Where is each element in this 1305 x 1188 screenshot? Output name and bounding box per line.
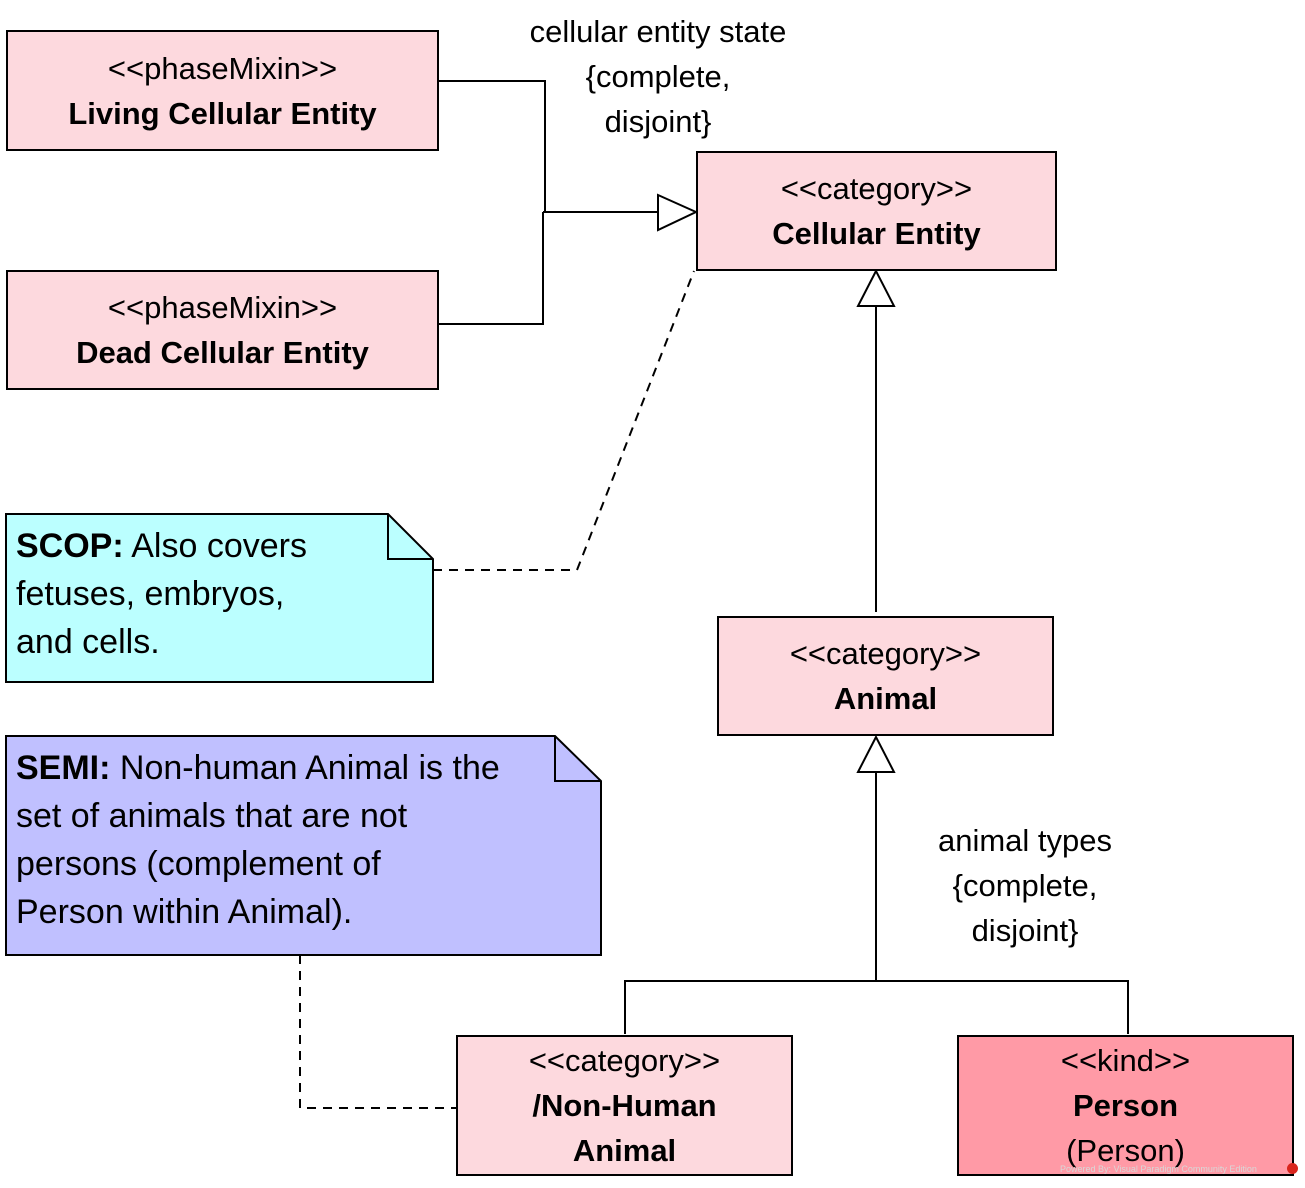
note-text: Non-human Animal is the — [110, 749, 500, 787]
note-line2: set of animals that are not — [16, 797, 408, 835]
note-lead: SCOP: — [16, 527, 124, 565]
note-scop[interactable]: SCOP: Also covers fetuses, embryos, and … — [6, 514, 433, 682]
semi-note-anchor — [299, 955, 456, 1109]
gs-label-line3: disjoint} — [604, 104, 712, 139]
class-dead-cellular-entity[interactable]: <<phaseMixin>> Dead Cellular Entity — [6, 270, 439, 390]
gs-label-line1: animal types — [937, 823, 1113, 858]
class-subtitle: (Person) — [1066, 1133, 1185, 1168]
gs-label-line1: cellular entity state — [529, 14, 787, 49]
semi-note-shape — [5, 735, 602, 956]
note-line1: SEMI: Non-human Animal is the — [16, 744, 591, 792]
class-animal[interactable]: <<category>> Animal — [717, 616, 1054, 736]
gs-label-line2: {complete, — [585, 59, 731, 94]
generalization-set-cellular-entity-state: cellular entity state {complete, disjoin… — [508, 9, 808, 144]
class-name: Cellular Entity — [772, 216, 981, 251]
gs-label-line3: disjoint} — [971, 913, 1079, 948]
scop-note-fold — [387, 514, 433, 560]
class-name: Person — [1072, 1088, 1179, 1123]
note-line1: SCOP: Also covers — [16, 522, 423, 570]
class-cellular-entity[interactable]: <<category>> Cellular Entity — [696, 151, 1057, 271]
semi-note-fold — [554, 736, 601, 782]
note-line4: Person within Animal). — [16, 893, 353, 931]
vp-logo-icon — [1287, 1163, 1298, 1174]
class-name-line2: Animal — [572, 1133, 677, 1168]
class-name-line1: /Non-Human — [532, 1088, 717, 1123]
class-name: Living Cellular Entity — [68, 95, 377, 131]
note-line3: persons (complement of — [16, 845, 381, 883]
generalization-arrowhead-cellular-bottom — [856, 268, 896, 307]
stereotype-label: <<kind>> — [1060, 1043, 1191, 1078]
stereotype-label: <<category>> — [789, 636, 982, 671]
generalization-arrowhead-animal — [856, 734, 896, 773]
note-semi[interactable]: SEMI: Non-human Animal is the set of ani… — [6, 736, 601, 955]
generalization-arrowhead-cellular-left — [657, 193, 699, 232]
class-non-human-animal[interactable]: <<category>> /Non-Human Animal — [456, 1035, 793, 1176]
gs-label-line2: {complete, — [952, 868, 1098, 903]
stereotype-label: <<category>> — [780, 171, 973, 206]
class-living-cellular-entity[interactable]: <<phaseMixin>> Living Cellular Entity — [6, 30, 439, 151]
note-text: Also covers — [123, 527, 307, 565]
class-person[interactable]: <<kind>> Person (Person) — [957, 1035, 1294, 1176]
stereotype-label: <<category>> — [528, 1043, 721, 1078]
generalization-line-dead — [439, 212, 544, 325]
class-name: Dead Cellular Entity — [76, 335, 369, 370]
stereotype-label: <<phaseMixin>> — [107, 50, 338, 86]
scop-note-shape — [5, 513, 434, 683]
generalization-line-living — [439, 80, 546, 212]
note-line3: and cells. — [16, 623, 160, 661]
note-line2: fetuses, embryos, — [16, 575, 285, 613]
class-name: Animal — [833, 681, 938, 716]
scop-note-anchor — [433, 270, 695, 571]
watermark-text: Powered By: Visual Paradigm Community Ed… — [1060, 1164, 1257, 1174]
stereotype-label: <<phaseMixin>> — [107, 290, 338, 325]
generalization-set-animal-types: animal types {complete, disjoint} — [885, 818, 1165, 953]
generalization-line-nonhuman — [624, 980, 1129, 1034]
note-lead: SEMI: — [16, 749, 111, 787]
